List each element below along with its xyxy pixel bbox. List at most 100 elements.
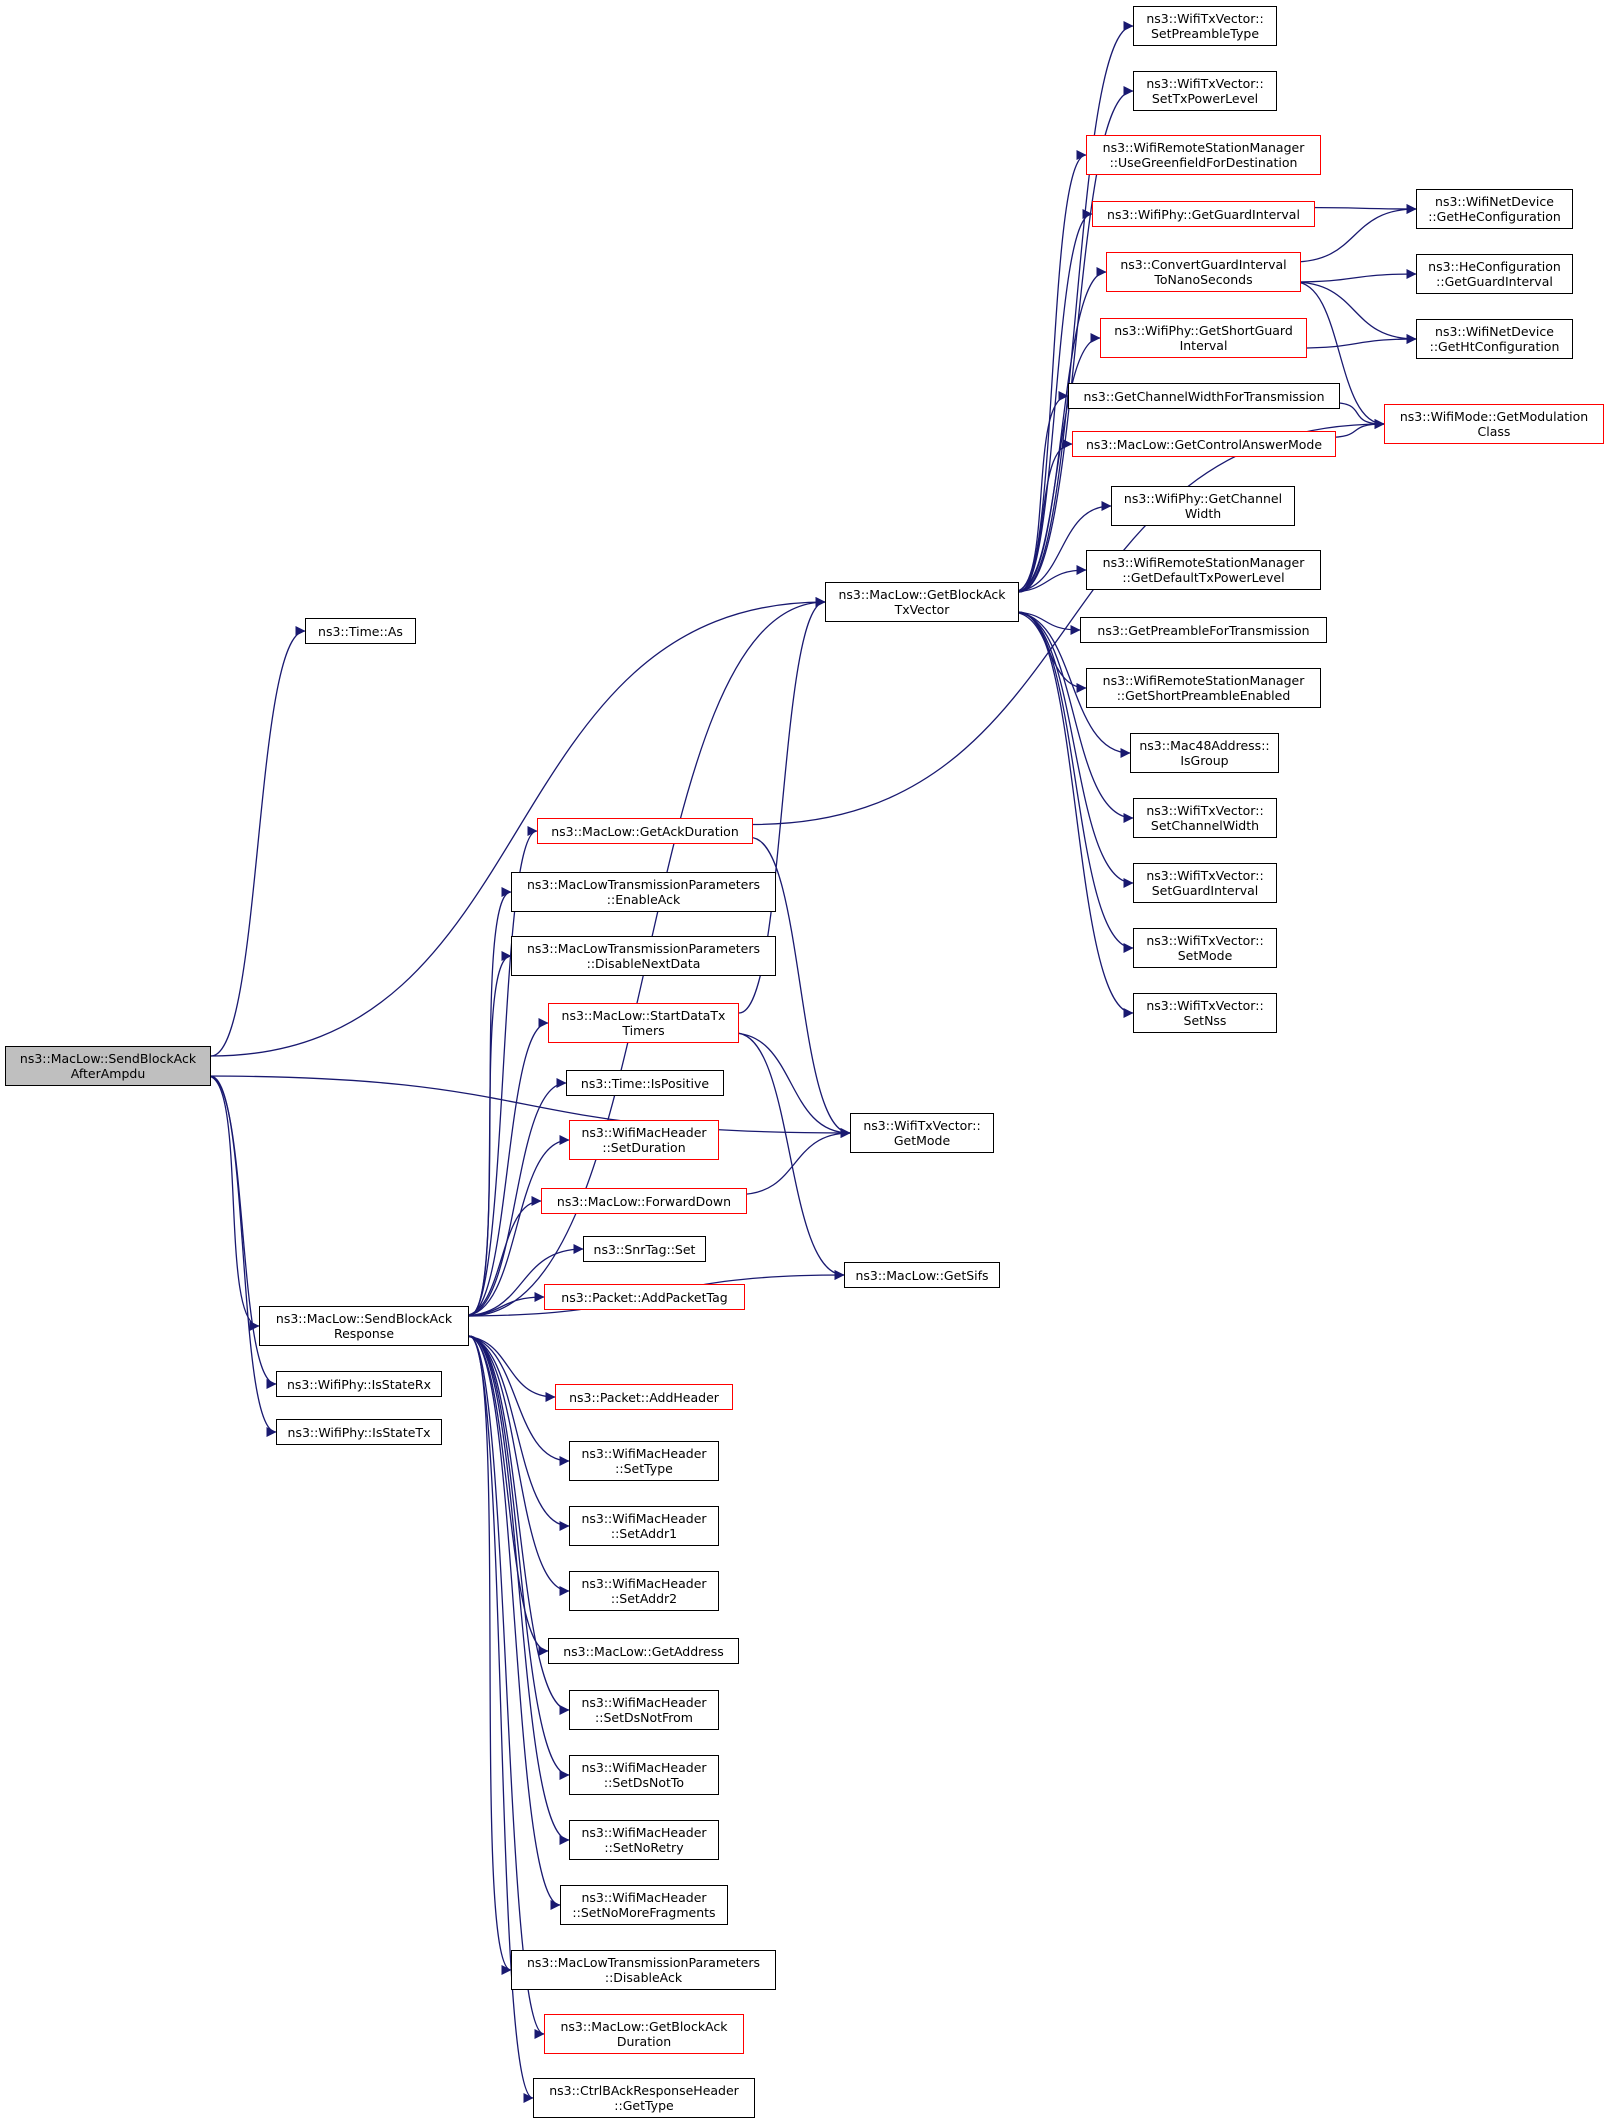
node-setPreamble[interactable]: ns3::WifiTxVector::SetPreambleType bbox=[1133, 6, 1277, 46]
node-label-line: ::UseGreenfieldForDestination bbox=[1109, 155, 1298, 170]
node-label-line: Duration bbox=[616, 2034, 672, 2049]
node-label-line: ns3::MacLow::ForwardDown bbox=[556, 1193, 732, 1209]
edge-root-to-getBATx bbox=[210, 597, 826, 1057]
edge-getBATx-to-isGroup bbox=[1012, 611, 1131, 758]
node-getGuardInt[interactable]: ns3::WifiPhy::GetGuardInterval bbox=[1092, 201, 1315, 227]
node-label-line: ns3::MacLowTransmissionParameters bbox=[526, 877, 761, 892]
node-disableAck[interactable]: ns3::MacLowTransmissionParameters::Disab… bbox=[511, 1950, 776, 1990]
node-getAckDur[interactable]: ns3::MacLow::GetAckDuration bbox=[537, 818, 753, 844]
node-label-line: ns3::WifiPhy::GetChannel bbox=[1123, 491, 1283, 506]
node-getChWidthTx[interactable]: ns3::GetChannelWidthForTransmission bbox=[1068, 383, 1340, 409]
node-snrSet[interactable]: ns3::SnrTag::Set bbox=[583, 1236, 706, 1262]
edge-getBATx-to-setNss bbox=[1018, 611, 1134, 1018]
node-label-line: ns3::WifiPhy::IsStateTx bbox=[287, 1424, 431, 1440]
node-label-line: ns3::WifiTxVector:: bbox=[1146, 11, 1264, 26]
node-getHtConfig[interactable]: ns3::WifiNetDevice::GetHtConfiguration bbox=[1416, 319, 1573, 359]
node-getDefTxPower[interactable]: ns3::WifiRemoteStationManager::GetDefaul… bbox=[1086, 550, 1321, 590]
node-label-line: ns3::WifiTxVector:: bbox=[1146, 76, 1264, 91]
edge-getBATx-to-setTxPower bbox=[1018, 86, 1134, 593]
edge-getBATx-to-getGuardInt bbox=[1018, 209, 1093, 593]
node-label-line: ns3::WifiPhy::GetGuardInterval bbox=[1107, 206, 1300, 222]
node-label-line: ns3::WifiPhy::IsStateRx bbox=[287, 1376, 431, 1392]
node-disableNext[interactable]: ns3::MacLowTransmissionParameters::Disab… bbox=[511, 936, 776, 976]
node-getHeConfig[interactable]: ns3::WifiNetDevice::GetHeConfiguration bbox=[1416, 189, 1573, 229]
node-setAddr1[interactable]: ns3::WifiMacHeader::SetAddr1 bbox=[569, 1506, 719, 1546]
node-addHeader[interactable]: ns3::Packet::AddHeader bbox=[555, 1384, 733, 1410]
node-label-line: ns3::WifiTxVector:: bbox=[863, 1118, 981, 1133]
node-label-line: ns3::MacLow::GetAckDuration bbox=[551, 823, 739, 839]
edge-sendBAResp-to-forwardDown bbox=[461, 1196, 542, 1317]
node-label-line: ns3::HeConfiguration bbox=[1428, 259, 1561, 274]
edge-sendBAResp-to-setNoMoreFrag bbox=[468, 1335, 561, 1910]
node-label-line: Response bbox=[333, 1326, 395, 1341]
node-label-line: TxVector bbox=[894, 602, 950, 617]
edge-convertGI-to-getHtConfig bbox=[1292, 281, 1417, 344]
node-useGreenfield[interactable]: ns3::WifiRemoteStationManager::UseGreenf… bbox=[1086, 135, 1321, 175]
node-setNoRetry[interactable]: ns3::WifiMacHeader::SetNoRetry bbox=[569, 1820, 719, 1860]
node-setDsNotFrom[interactable]: ns3::WifiMacHeader::SetDsNotFrom bbox=[569, 1690, 719, 1730]
node-isStateTx[interactable]: ns3::WifiPhy::IsStateTx bbox=[276, 1419, 442, 1445]
node-label-line: ns3::ConvertGuardInterval bbox=[1120, 257, 1287, 272]
node-setTxPower[interactable]: ns3::WifiTxVector::SetTxPowerLevel bbox=[1133, 71, 1277, 111]
node-label-line: ::SetType bbox=[615, 1461, 673, 1476]
node-setMode[interactable]: ns3::WifiTxVector::SetMode bbox=[1133, 928, 1277, 968]
node-enableAck[interactable]: ns3::MacLowTransmissionParameters::Enabl… bbox=[511, 872, 776, 912]
node-getPreambleTx[interactable]: ns3::GetPreambleForTransmission bbox=[1080, 617, 1327, 643]
node-label-line: ns3::WifiMacHeader bbox=[581, 1446, 707, 1461]
node-timeAs[interactable]: ns3::Time::As bbox=[305, 618, 416, 644]
node-setDuration[interactable]: ns3::WifiMacHeader::SetDuration bbox=[569, 1120, 719, 1160]
node-label-line: ::GetGuardInterval bbox=[1436, 274, 1553, 289]
node-setChWidth[interactable]: ns3::WifiTxVector::SetChannelWidth bbox=[1133, 798, 1277, 838]
node-getSifs[interactable]: ns3::MacLow::GetSifs bbox=[844, 1262, 1000, 1288]
node-label-line: AfterAmpdu bbox=[70, 1066, 146, 1081]
node-label-line: ns3::WifiNetDevice bbox=[1435, 194, 1554, 209]
edge-getBATx-to-getDefTxPower bbox=[1009, 565, 1087, 593]
node-label-line: ns3::WifiRemoteStationManager bbox=[1102, 140, 1305, 155]
node-isStateRx[interactable]: ns3::WifiPhy::IsStateRx bbox=[276, 1371, 442, 1397]
node-heGetGuard[interactable]: ns3::HeConfiguration::GetGuardInterval bbox=[1416, 254, 1573, 294]
node-label-line: SetChannelWidth bbox=[1150, 818, 1260, 833]
node-getShortPre[interactable]: ns3::WifiRemoteStationManager::GetShortP… bbox=[1086, 668, 1321, 708]
edge-getChWidthTx-to-getModClass bbox=[1330, 401, 1385, 429]
edge-getBATx-to-setMode bbox=[1017, 611, 1134, 953]
node-addPacketTag[interactable]: ns3::Packet::AddPacketTag bbox=[544, 1284, 745, 1310]
node-ctrlGetType[interactable]: ns3::CtrlBAckResponseHeader::GetType bbox=[533, 2078, 755, 2118]
edge-getBATx-to-setGuardInt bbox=[1016, 611, 1134, 888]
node-label-line: ns3::GetChannelWidthForTransmission bbox=[1083, 388, 1325, 404]
node-label-line: ::DisableNextData bbox=[586, 956, 701, 971]
node-getAddress[interactable]: ns3::MacLow::GetAddress bbox=[548, 1638, 739, 1664]
node-isGroup[interactable]: ns3::Mac48Address::IsGroup bbox=[1130, 733, 1279, 773]
node-label-line: ::EnableAck bbox=[606, 892, 681, 907]
node-getCtrlAnswer[interactable]: ns3::MacLow::GetControlAnswerMode bbox=[1072, 431, 1336, 457]
node-label-line: ns3::WifiRemoteStationManager bbox=[1102, 555, 1305, 570]
node-setNoMoreFrag[interactable]: ns3::WifiMacHeader::SetNoMoreFragments bbox=[560, 1885, 728, 1925]
node-label-line: ns3::WifiMacHeader bbox=[581, 1825, 707, 1840]
node-label-line: ns3::WifiMacHeader bbox=[581, 1576, 707, 1591]
node-forwardDown[interactable]: ns3::MacLow::ForwardDown bbox=[541, 1188, 747, 1214]
edge-sendBAResp-to-setDsNotTo bbox=[468, 1335, 570, 1780]
node-setNss[interactable]: ns3::WifiTxVector::SetNss bbox=[1133, 993, 1277, 1033]
edge-sendBAResp-to-disableNext bbox=[468, 951, 512, 1317]
edge-startTimers-to-getBATx bbox=[738, 597, 826, 1014]
node-wtvGetMode[interactable]: ns3::WifiTxVector::GetMode bbox=[850, 1113, 994, 1153]
node-setDsNotTo[interactable]: ns3::WifiMacHeader::SetDsNotTo bbox=[569, 1755, 719, 1795]
node-label-line: ns3::MacLow::SendBlockAck bbox=[275, 1311, 453, 1326]
edge-sendBAResp-to-startTimers bbox=[466, 1018, 549, 1317]
node-label-line: ns3::Time::IsPositive bbox=[580, 1075, 710, 1091]
node-isPositive[interactable]: ns3::Time::IsPositive bbox=[566, 1070, 724, 1096]
node-setType[interactable]: ns3::WifiMacHeader::SetType bbox=[569, 1441, 719, 1481]
node-setGuardInt[interactable]: ns3::WifiTxVector::SetGuardInterval bbox=[1133, 863, 1277, 903]
edge-getShortGI-to-getHtConfig bbox=[1297, 334, 1417, 349]
edge-sendBAResp-to-snrSet bbox=[460, 1244, 584, 1317]
node-setAddr2[interactable]: ns3::WifiMacHeader::SetAddr2 bbox=[569, 1571, 719, 1611]
